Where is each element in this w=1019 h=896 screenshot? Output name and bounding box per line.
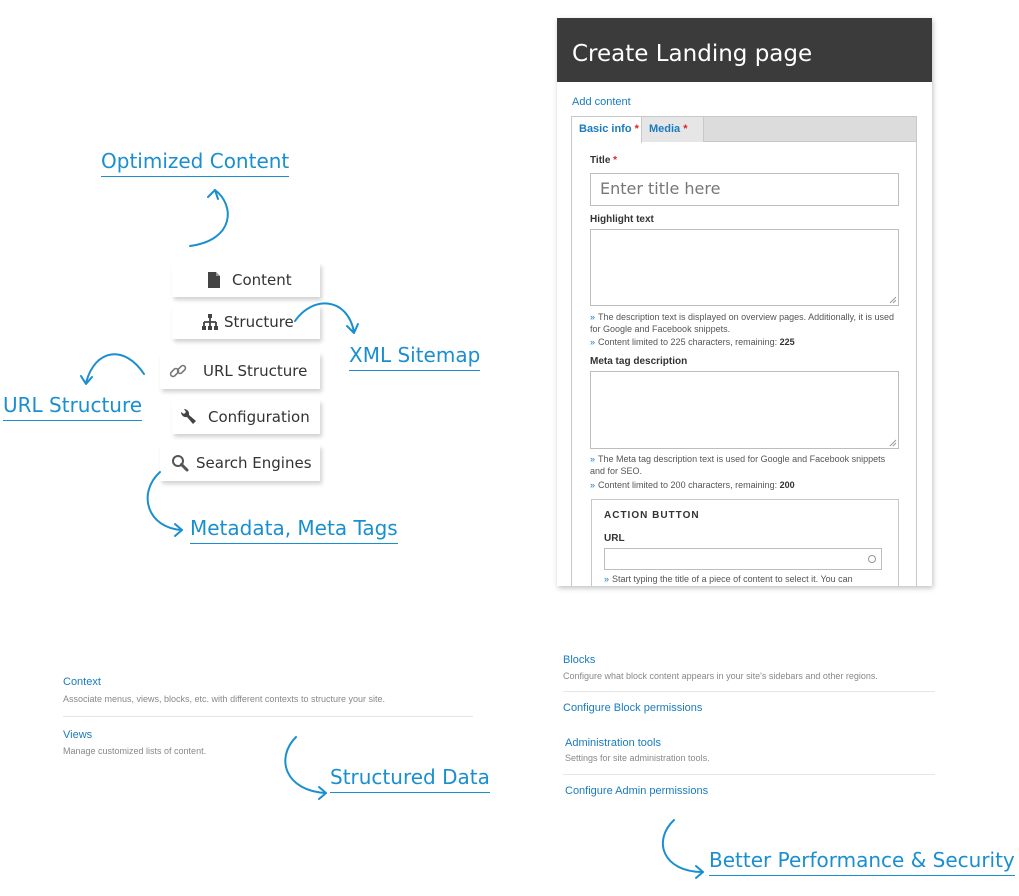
meta-description-label: Meta tag description	[590, 356, 688, 367]
action-button-legend: ACTION BUTTON	[604, 510, 700, 521]
menu-item-label: URL Structure	[203, 362, 308, 380]
meta-remaining-count: 200	[779, 480, 795, 490]
callout-metadata: Metadata, Meta Tags	[190, 517, 398, 544]
sitemap-icon	[200, 312, 220, 332]
title-label: Title *	[590, 155, 618, 166]
divider	[63, 716, 473, 717]
breadcrumb-add-content[interactable]: Add content	[572, 96, 631, 108]
highlight-remaining-count: 225	[779, 337, 795, 347]
highlight-limit-hint: »Content limited to 225 characters, rema…	[590, 337, 795, 347]
arrow-metadata	[146, 471, 183, 537]
required-marker: *	[613, 155, 618, 166]
wrench-icon	[178, 407, 198, 427]
required-marker: *	[683, 123, 688, 135]
form-body: Title * Enter title here Highlight text …	[571, 141, 917, 586]
create-landing-page-form: Create Landing page Add content Basic in…	[557, 18, 932, 586]
resize-grip-icon[interactable]	[889, 439, 897, 447]
highlight-hint: »The description text is displayed on ov…	[590, 312, 895, 334]
context-description: Associate menus, views, blocks, etc. wit…	[63, 694, 385, 704]
document-icon	[204, 270, 224, 290]
arrow-structured-data	[284, 736, 327, 800]
menu-item-label: Configuration	[208, 408, 310, 426]
blocks-description: Configure what block content appears in …	[563, 671, 878, 681]
views-description: Manage customized lists of content.	[63, 746, 207, 756]
administration-tools-link[interactable]: Administration tools	[565, 737, 661, 749]
callout-optimized-content: Optimized Content	[101, 150, 290, 177]
link-icon	[168, 361, 188, 381]
title-input[interactable]: Enter title here	[590, 173, 899, 206]
highlight-text-label: Highlight text	[590, 214, 654, 225]
meta-hint: »The Meta tag description text is used f…	[590, 454, 886, 476]
menu-item-label: Search Engines	[196, 454, 312, 472]
blocks-link[interactable]: Blocks	[563, 654, 596, 666]
administration-tools-description: Settings for site administration tools.	[565, 753, 710, 763]
menu-item-configuration[interactable]: Configuration	[172, 400, 320, 434]
autocomplete-throbber-icon	[868, 555, 876, 563]
tab-label: Media	[649, 123, 681, 135]
callout-xml-sitemap: XML Sitemap	[349, 344, 481, 371]
tab-media[interactable]: Media*	[642, 117, 704, 142]
divider	[563, 774, 935, 775]
arrow-optimized-content	[189, 189, 229, 247]
arrow-performance	[661, 819, 704, 879]
menu-item-search-engines[interactable]: Search Engines	[160, 445, 320, 481]
form-header-title: Create Landing page	[557, 18, 932, 82]
views-link[interactable]: Views	[63, 729, 93, 741]
callout-performance: Better Performance & Security	[709, 849, 1015, 876]
url-input[interactable]	[604, 548, 882, 570]
menu-item-content[interactable]: Content	[172, 263, 320, 297]
arrow-url-structure	[80, 353, 145, 385]
menu-item-label: Structure	[224, 313, 294, 331]
highlight-text-textarea[interactable]	[590, 229, 899, 306]
action-button-fieldset: ACTION BUTTON URL »Start typing the titl…	[591, 499, 899, 586]
meta-description-textarea[interactable]	[590, 371, 899, 449]
tab-basic-info[interactable]: Basic info*	[572, 117, 642, 143]
meta-limit-hint: »Content limited to 200 characters, rema…	[590, 480, 795, 490]
menu-item-url-structure[interactable]: URL Structure	[160, 353, 320, 389]
form-tabs: Basic info* Media*	[571, 116, 917, 143]
configure-admin-permissions-link[interactable]: Configure Admin permissions	[565, 785, 709, 797]
url-hint: »Start typing the title of a piece of co…	[604, 574, 853, 584]
url-label: URL	[604, 533, 625, 544]
menu-item-label: Content	[232, 271, 292, 289]
callout-url-structure: URL Structure	[3, 394, 143, 421]
context-link[interactable]: Context	[63, 676, 101, 688]
configure-block-permissions-link[interactable]: Configure Block permissions	[563, 702, 703, 714]
arrow-xml-sitemap	[294, 302, 359, 334]
tab-label: Basic info	[579, 123, 632, 135]
resize-grip-icon[interactable]	[889, 296, 897, 304]
divider	[563, 691, 935, 692]
menu-item-structure[interactable]: Structure	[172, 305, 320, 339]
required-marker: *	[634, 123, 639, 135]
magnifier-icon	[170, 453, 190, 473]
callout-structured-data: Structured Data	[330, 766, 490, 793]
